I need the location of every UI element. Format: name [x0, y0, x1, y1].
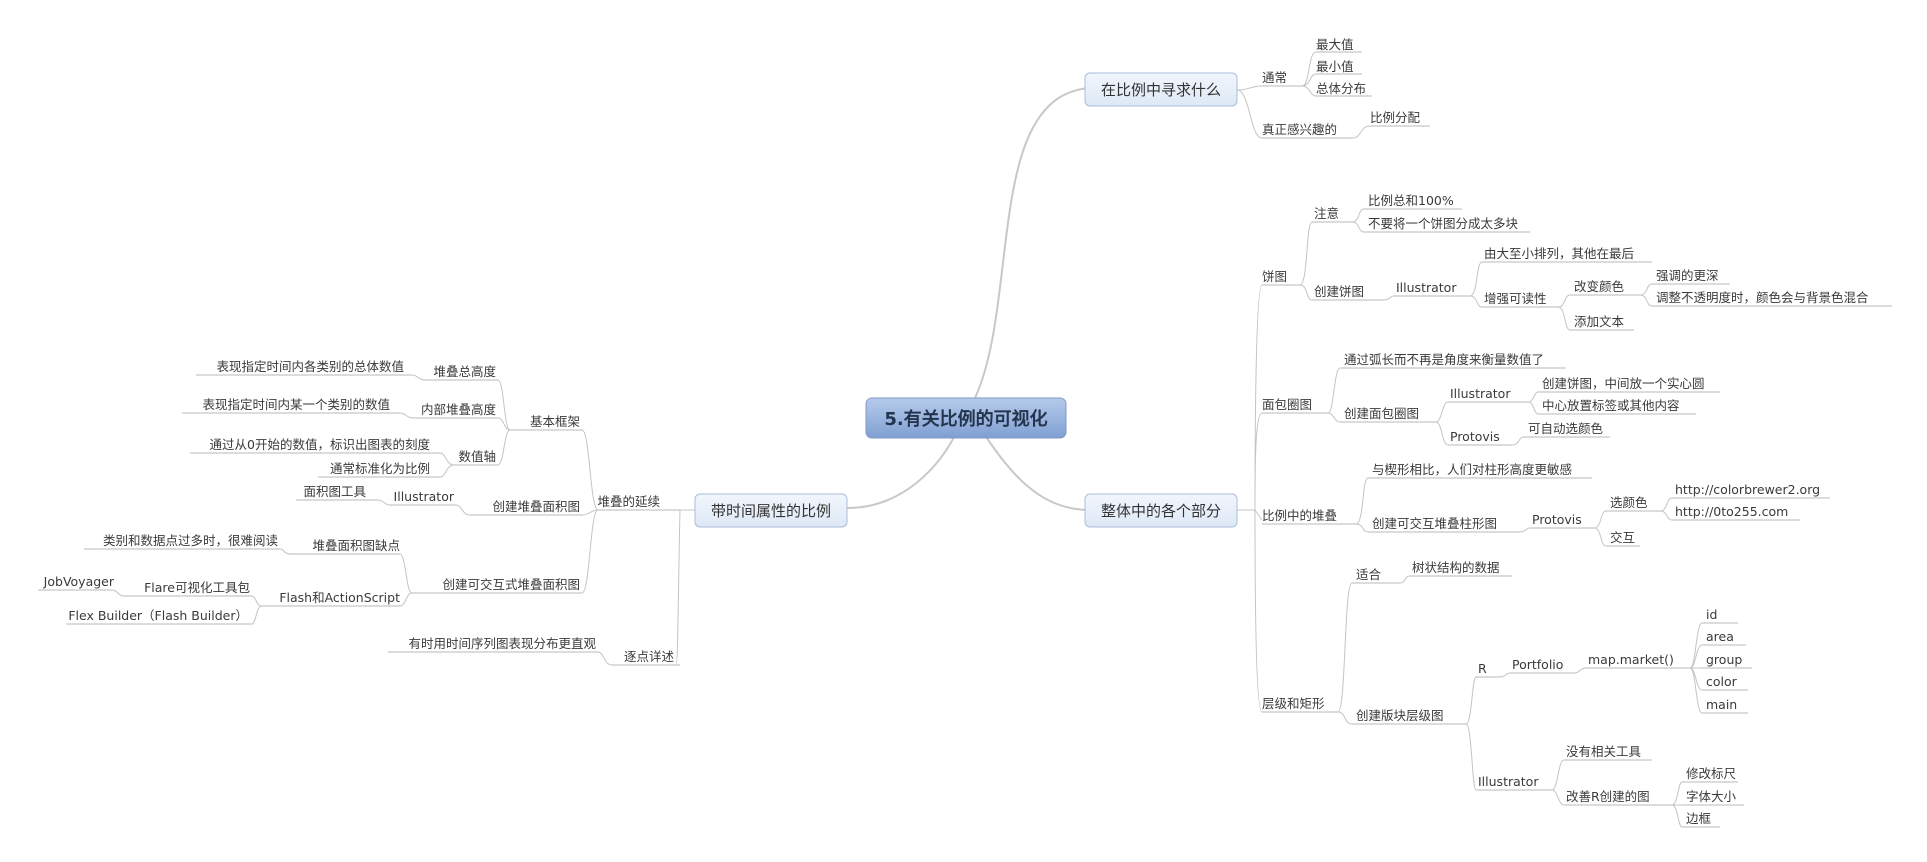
topic-parts-label: 整体中的各个部分 [1101, 502, 1221, 520]
node-tree-border[interactable]: 边框 [1686, 811, 1712, 826]
node-tree-r[interactable]: R [1478, 661, 1487, 676]
node-pie-sum100[interactable]: 比例总和100% [1368, 193, 1454, 208]
node-pie-illustrator[interactable]: Illustrator [1396, 280, 1457, 295]
node-mapmarket-arg-id[interactable]: id [1706, 607, 1717, 622]
node-time-axis-desc2[interactable]: 通常标准化为比例 [330, 461, 430, 476]
node-pie-opacity[interactable]: 调整不透明度时，颜色会与背景色混合 [1656, 290, 1869, 305]
node-time-flash[interactable]: Flash和ActionScript [279, 590, 400, 605]
node-tree-fontsize[interactable]: 字体大小 [1686, 789, 1737, 804]
node-interest[interactable]: 真正感兴趣的 [1262, 122, 1337, 137]
topic-time[interactable]: 带时间属性的比例 [694, 493, 848, 528]
node-time-flaws-desc[interactable]: 类别和数据点过多时，很难阅读 [103, 533, 278, 548]
node-pie-create[interactable]: 创建饼图 [1314, 284, 1364, 299]
node-time-interactive[interactable]: 创建可交互式堆叠面积图 [442, 577, 580, 592]
node-max[interactable]: 最大值 [1316, 37, 1354, 52]
node-stack-interact[interactable]: 交互 [1610, 530, 1635, 545]
central-topic-label: 5.有关比例的可视化 [884, 408, 1047, 430]
node-time-flex[interactable]: Flex Builder（Flash Builder） [68, 608, 248, 623]
node-stack-choosecolor[interactable]: 选颜色 [1610, 495, 1648, 510]
node-pie-readability[interactable]: 增强可读性 [1484, 291, 1547, 306]
node-time-frame[interactable]: 基本框架 [530, 414, 580, 429]
node-time-flaws[interactable]: 堆叠面积图缺点 [312, 538, 400, 553]
node-tree[interactable]: 层级和矩形 [1262, 696, 1325, 711]
node-pie-order[interactable]: 由大至小排列，其他在最后 [1484, 246, 1634, 261]
node-tree-mapmarket[interactable]: map.market() [1588, 652, 1674, 667]
node-time-ext[interactable]: 堆叠的延续 [597, 494, 660, 509]
node-time-totalh[interactable]: 堆叠总高度 [433, 364, 496, 379]
topic-parts[interactable]: 整体中的各个部分 [1084, 493, 1238, 528]
stack-subtree: 比例中的堆叠 与楔形相比，人们对柱形高度更敏感 创建可交互堆叠柱形图 Proto… [1262, 462, 1830, 547]
node-donut-protovis[interactable]: Protovis [1450, 429, 1500, 444]
node-donut-centerlabel[interactable]: 中心放置标签或其他内容 [1542, 398, 1680, 413]
node-time-totalh-desc[interactable]: 表现指定时间内各类别的总体数值 [216, 359, 404, 374]
node-pie[interactable]: 饼图 [1262, 269, 1287, 284]
node-donut-create[interactable]: 创建面包圈图 [1344, 406, 1419, 421]
time-subtree: 堆叠的延续 逐点详述 有时用时间序列图表现分布更直观 基本框架 堆叠总高度 表现… [38, 359, 695, 666]
main-branch-connectors [846, 87, 1091, 511]
node-time-innerh[interactable]: 内部堆叠高度 [421, 402, 497, 417]
topic-seek[interactable]: 在比例中寻求什么 [1084, 72, 1238, 107]
node-donut-hole[interactable]: 创建饼图，中间放一个实心圆 [1542, 376, 1705, 391]
node-tree-treedata[interactable]: 树状结构的数据 [1412, 560, 1500, 575]
map-market-args: id area group color main [1702, 607, 1752, 714]
node-time-pointwise[interactable]: 逐点详述 [624, 649, 675, 664]
node-stack-create[interactable]: 创建可交互堆叠柱形图 [1372, 516, 1497, 531]
tree-subtree: 层级和矩形 适合 树状结构的数据 创建版块层级图 R Portfolio map… [1262, 560, 1752, 828]
pie-subtree: 饼图 注意 比例总和100% 不要将一个饼图分成太多块 创建饼图 Illustr… [1262, 193, 1892, 331]
node-stack-sensitive[interactable]: 与楔形相比，人们对柱形高度更敏感 [1372, 462, 1572, 477]
parts-trunk [1237, 284, 1263, 713]
node-pie-notsplit[interactable]: 不要将一个饼图分成太多块 [1368, 216, 1519, 231]
node-time-innerh-desc[interactable]: 表现指定时间内某一个类别的数值 [202, 397, 390, 412]
seek-subtree: 通常 最大值 最小值 总体分布 真正感兴趣的 比例分配 [1236, 37, 1430, 139]
node-pie-note[interactable]: 注意 [1314, 206, 1339, 221]
node-tree-ruler[interactable]: 修改标尺 [1686, 766, 1736, 781]
node-donut-illustrator[interactable]: Illustrator [1450, 386, 1511, 401]
node-pie-color[interactable]: 改变颜色 [1574, 279, 1625, 294]
node-mapmarket-arg-group[interactable]: group [1706, 652, 1742, 667]
topic-time-label: 带时间属性的比例 [711, 502, 831, 520]
donut-subtree: 面包圈图 通过弧长而不再是角度来衡量数值了 创建面包圈图 Illustrator… [1262, 352, 1720, 446]
node-stack-colorbrewer-link[interactable]: http://colorbrewer2.org [1675, 482, 1820, 497]
node-tree-portfolio[interactable]: Portfolio [1512, 657, 1563, 672]
node-tree-fit[interactable]: 适合 [1356, 567, 1382, 582]
node-pie-emph[interactable]: 强调的更深 [1656, 268, 1719, 283]
node-tree-notool[interactable]: 没有相关工具 [1566, 744, 1642, 759]
node-time-areatool[interactable]: 面积图工具 [303, 484, 366, 499]
node-donut-autocolor[interactable]: 可自动选颜色 [1528, 421, 1604, 436]
topic-seek-label: 在比例中寻求什么 [1101, 81, 1221, 99]
node-mapmarket-arg-color[interactable]: color [1706, 674, 1738, 689]
node-mapmarket-arg-area[interactable]: area [1706, 629, 1734, 644]
node-tree-create[interactable]: 创建版块层级图 [1356, 708, 1444, 723]
node-time-jobvoyager[interactable]: JobVoyager [43, 574, 115, 589]
node-time-flare[interactable]: Flare可视化工具包 [144, 580, 250, 595]
node-alloc[interactable]: 比例分配 [1370, 110, 1421, 125]
node-tree-illustrator[interactable]: Illustrator [1478, 774, 1539, 789]
node-usual[interactable]: 通常 [1262, 70, 1287, 85]
node-stack[interactable]: 比例中的堆叠 [1262, 508, 1337, 523]
node-dist[interactable]: 总体分布 [1316, 81, 1366, 96]
node-donut[interactable]: 面包圈图 [1262, 397, 1312, 412]
node-pie-addtext[interactable]: 添加文本 [1574, 314, 1625, 329]
node-stack-0to255-link[interactable]: http://0to255.com [1675, 504, 1788, 519]
node-time-axis[interactable]: 数值轴 [458, 449, 496, 464]
node-time-area-illustrator[interactable]: Illustrator [394, 489, 455, 504]
node-time-area[interactable]: 创建堆叠面积图 [492, 499, 580, 514]
central-topic[interactable]: 5.有关比例的可视化 [865, 397, 1067, 439]
node-tree-improve[interactable]: 改善R创建的图 [1566, 789, 1650, 804]
node-donut-arc[interactable]: 通过弧长而不再是角度来衡量数值了 [1344, 352, 1544, 367]
node-time-axis-desc1[interactable]: 通过从0开始的数值，标识出图表的刻度 [210, 437, 431, 452]
node-stack-protovis[interactable]: Protovis [1532, 512, 1582, 527]
node-time-pointwise-desc[interactable]: 有时用时间序列图表现分布更直观 [408, 636, 596, 651]
node-min[interactable]: 最小值 [1316, 59, 1354, 74]
node-mapmarket-arg-main[interactable]: main [1706, 697, 1737, 712]
